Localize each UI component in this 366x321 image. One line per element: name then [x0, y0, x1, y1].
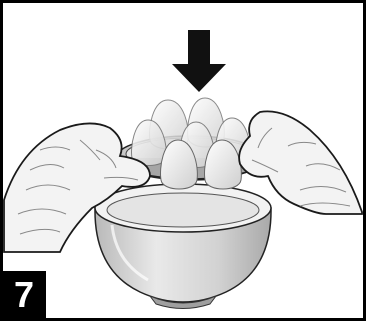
step-number: 7 [2, 271, 46, 319]
step-number-badge: 7 [2, 271, 46, 319]
